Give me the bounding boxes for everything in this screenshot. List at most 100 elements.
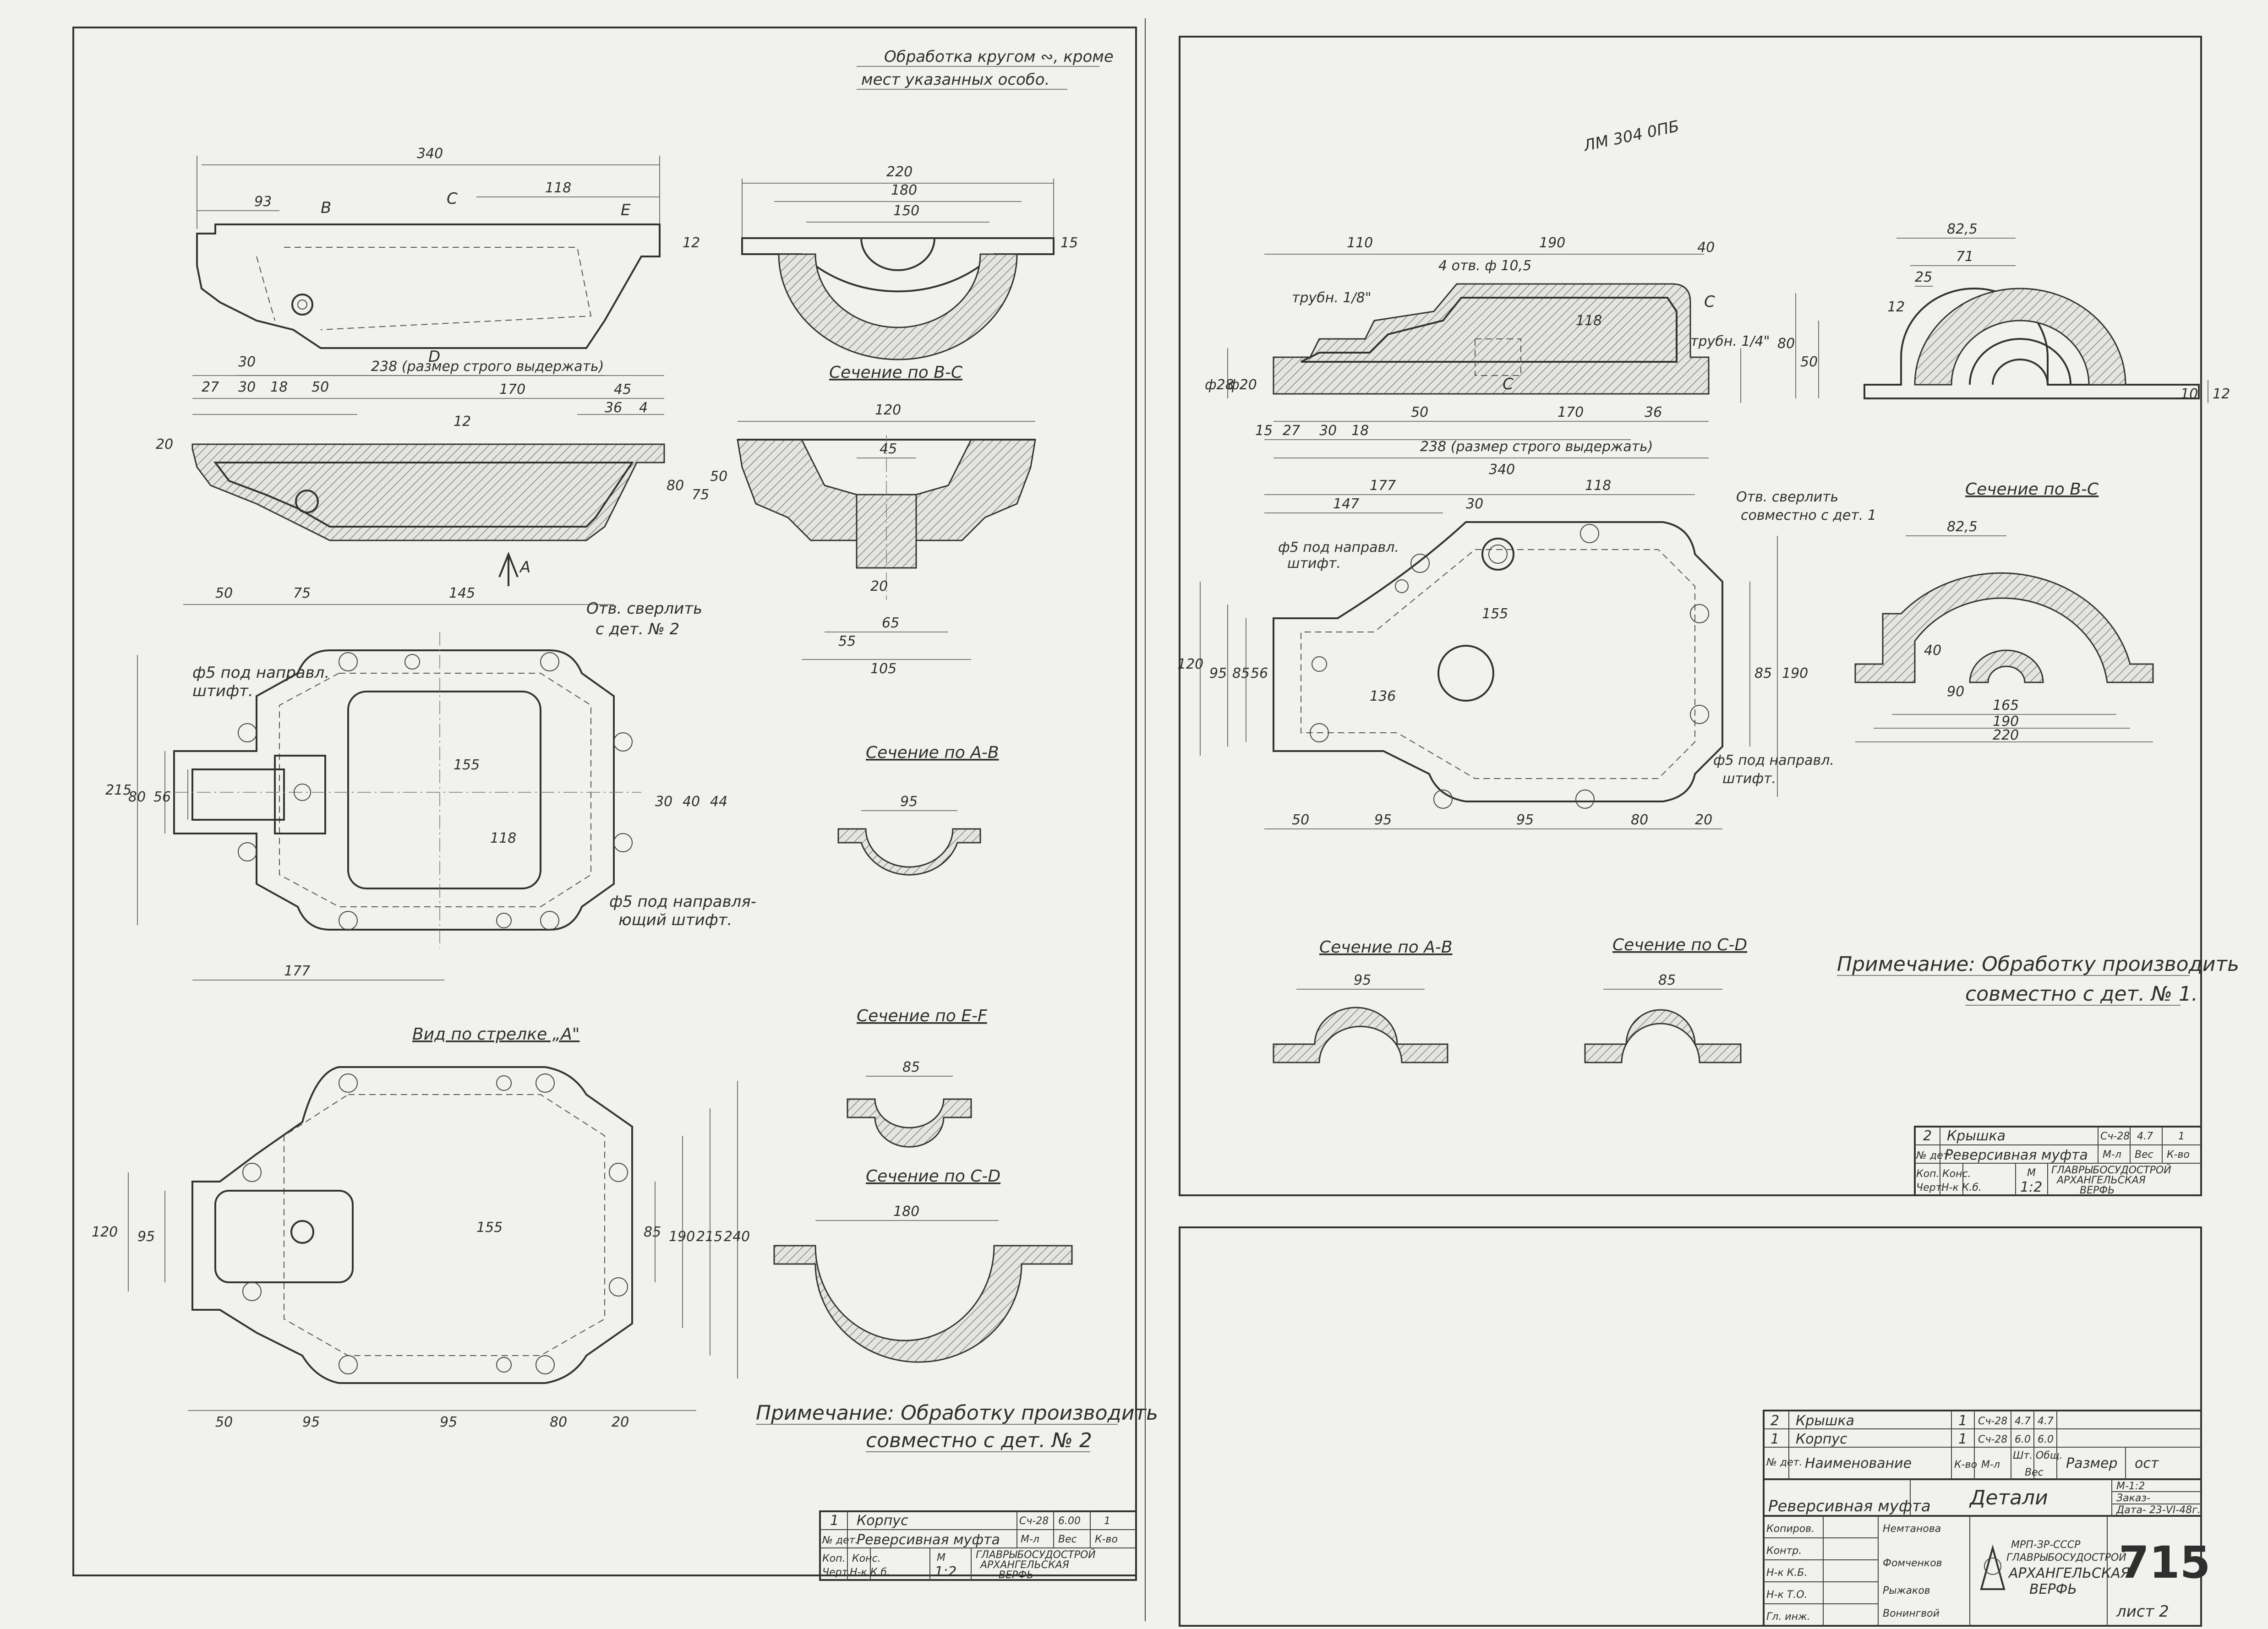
ltb-qty: 1 — [1104, 1515, 1110, 1527]
dim-44: 44 — [710, 794, 727, 810]
dim-180: 180 — [891, 182, 917, 198]
ltb-small-1: Коп. — [822, 1553, 845, 1564]
r-dim-170: 170 — [1558, 404, 1584, 420]
dim-50b: 50 — [710, 469, 727, 485]
section-ef: Сечение по E-F 85 — [847, 1007, 988, 1148]
label-D: D — [428, 348, 440, 366]
rp-note-2a: Отв. сверлить — [1736, 489, 1838, 505]
mtb-product: Реверсивная муфта — [1768, 1497, 1931, 1515]
rp-dim-95c: 95 — [1516, 812, 1534, 828]
dim-155: 155 — [454, 757, 480, 773]
mtb-role-5: Гл. инж. — [1766, 1611, 1810, 1623]
cd-dim-180: 180 — [893, 1204, 919, 1220]
mtb-number: 715 — [2119, 1537, 2210, 1588]
mtb-r2-w2: 6.0 — [2038, 1434, 2054, 1445]
rs-dim-12b: 12 — [2213, 386, 2230, 402]
mtb-r2-mat: Сч-28 — [1978, 1434, 2007, 1445]
top-note-line2: мест указанных особо. — [861, 71, 1049, 89]
mtb-order: Заказ- — [2116, 1493, 2150, 1504]
rtb-scale-m: М — [2027, 1167, 2036, 1179]
rtb-w-h: Вес — [2135, 1149, 2153, 1160]
rtb-name: Крышка — [1947, 1128, 2006, 1144]
r-bc-dim-220: 220 — [1993, 727, 2019, 743]
mtb-r2-w1: 6.0 — [2015, 1434, 2031, 1445]
dim-145: 145 — [449, 585, 475, 601]
rp-dim-30: 30 — [1466, 496, 1483, 512]
rtb-material: Сч-28 — [2100, 1131, 2130, 1142]
dim-80b: 80 — [128, 789, 146, 805]
org-logo-icon — [1980, 1544, 2006, 1590]
r-section-cd: Сечение по С-D 85 — [1584, 936, 1747, 1063]
mtb-scale: М-1:2 — [2116, 1481, 2145, 1492]
dim-238: 238 (размер строго выдержать) — [371, 359, 604, 375]
ltb-org-1: ГЛАВРЫБОСУДОСТРОЙ — [976, 1549, 1096, 1561]
mtb-h-w: Вес — [2025, 1467, 2044, 1478]
section-cd-caption: Сечение по C-D — [866, 1167, 1000, 1186]
mtb-h-sub2: Общ. — [2036, 1450, 2063, 1461]
r-dim-4holes: 4 отв. ф 10,5 — [1438, 258, 1531, 274]
dim-95: 95 — [900, 794, 918, 810]
mtb-h-det: № дет. — [1766, 1457, 1802, 1468]
va-dim-95b: 95 — [302, 1414, 320, 1430]
rp-dim-155: 155 — [1482, 606, 1508, 622]
dim-12b: 12 — [454, 414, 471, 430]
r-bc-dim-825: 82,5 — [1947, 519, 1978, 535]
rp-dim-50: 50 — [1292, 812, 1309, 828]
rtb-qty: 1 — [2178, 1131, 2185, 1142]
r-ab-dim-95: 95 — [1354, 972, 1371, 988]
rp-dim-95b: 95 — [1374, 812, 1392, 828]
rs-dim-80: 80 — [1777, 336, 1795, 352]
rtb-small-1: Коп. — [1916, 1168, 1939, 1180]
ltb-det: № дет. — [822, 1535, 858, 1546]
dim-215: 215 — [105, 782, 131, 798]
mtb-r2-name: Корпус — [1796, 1431, 1847, 1447]
mtb-role-2: Контр. — [1766, 1545, 1802, 1557]
r-dim-110: 110 — [1347, 235, 1373, 251]
mtb-org-4: ВЕРФЬ — [2029, 1581, 2077, 1597]
stamp-number: ЛМ 304 0ПБ — [1581, 117, 1681, 156]
ltb-scale: 1:2 — [935, 1564, 956, 1580]
r-label-C1: C — [1503, 375, 1514, 393]
dim-15: 15 — [1060, 235, 1078, 251]
dim-75b: 75 — [293, 585, 311, 601]
rtb-small-3: Конс. — [1942, 1168, 1971, 1180]
dim-50c: 50 — [215, 585, 233, 601]
r-dim-15: 15 — [1255, 423, 1273, 439]
ltb-org-3: ВЕРФЬ — [999, 1569, 1033, 1581]
r-dim-50: 50 — [1411, 404, 1428, 420]
mtb-h-mat: М-л — [1981, 1459, 2000, 1471]
va-dim-95c: 95 — [440, 1414, 457, 1430]
ltb-org-2: АРХАНГЕЛЬСКАЯ — [979, 1559, 1069, 1571]
ltb-small-3: Конс. — [852, 1553, 881, 1564]
mtb-r1-num: 2 — [1771, 1413, 1779, 1429]
plan-view: 50 75 145 215 80 56 155 118 30 40 44 177… — [105, 585, 756, 981]
mtb-r1-name: Крышка — [1796, 1413, 1854, 1429]
rs-dim-10: 10 — [2181, 386, 2198, 402]
r-section-bc-caption: Сечение по В-С — [1965, 480, 2099, 499]
mtb-r1-qty: 1 — [1958, 1413, 1967, 1429]
ltb-name: Корпус — [857, 1513, 908, 1529]
section-bc-caption: Сечение по В-С — [829, 363, 963, 382]
dim-118b: 118 — [490, 830, 516, 846]
rs-dim-25: 25 — [1915, 269, 1932, 285]
mtb-date: Дата- 23-VI-48г. — [2116, 1504, 2201, 1516]
ltb-scale-m: М — [937, 1552, 945, 1564]
rtb-mat-h: М-л — [2103, 1149, 2121, 1160]
r-dim-18: 18 — [1351, 423, 1369, 439]
rp-note-3b: штифт. — [1722, 771, 1776, 787]
r-dim-36: 36 — [1645, 404, 1662, 420]
r-label-pipe-18: трубн. 1/8" — [1292, 290, 1372, 306]
rtb-k-h: К-во — [2167, 1149, 2190, 1160]
r-bc-dim-190: 190 — [1993, 714, 2019, 730]
dim-30b: 30 — [238, 379, 256, 395]
dim-118: 118 — [545, 180, 571, 196]
ltb-k-h: К-во — [1095, 1534, 1118, 1545]
plan-note-1a: Отв. сверлить — [586, 599, 702, 618]
va-dim-80: 80 — [550, 1414, 567, 1430]
rp-dim-120: 120 — [1177, 656, 1203, 672]
mtb-org-3: АРХАНГЕЛЬСКАЯ — [2008, 1565, 2130, 1581]
mtb-h-qty: К-во — [1954, 1459, 1977, 1471]
ltb-weight: 6.00 — [1058, 1515, 1081, 1527]
rp-dim-190: 190 — [1782, 665, 1808, 681]
plan-note-2a: ф5 под направл. — [192, 664, 329, 682]
